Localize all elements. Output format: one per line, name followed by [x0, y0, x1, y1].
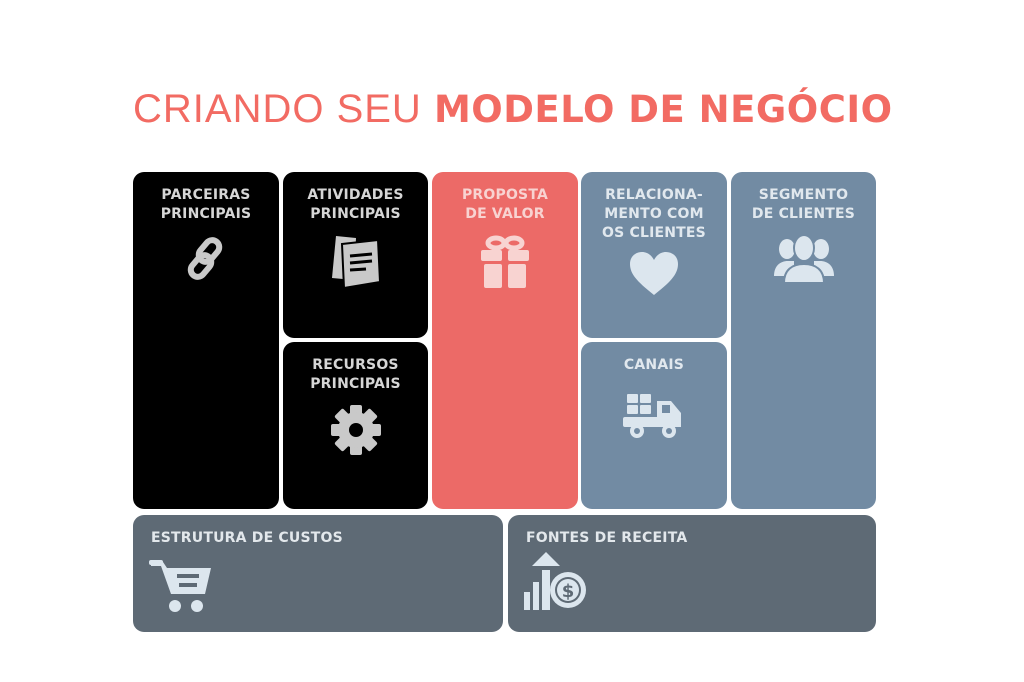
- users-icon: [773, 234, 834, 284]
- svg-text:$: $: [562, 581, 575, 602]
- block-label: ATIVIDADES PRINCIPAIS: [307, 187, 404, 222]
- block-relacionamento-clientes: RELACIONA- MENTO COM OS CLIENTES: [581, 172, 727, 338]
- block-label: PROPOSTA DE VALOR: [461, 187, 549, 222]
- block-label: ESTRUTURA DE CUSTOS: [151, 530, 343, 546]
- link-icon: [187, 237, 223, 280]
- block-recursos-principais: RECURSOS PRINCIPAIS: [283, 342, 428, 509]
- title-light: CRIANDO SEU: [133, 87, 434, 131]
- heart-icon: [630, 252, 678, 295]
- block-estrutura-de-custos: ESTRUTURA DE CUSTOS: [133, 515, 503, 632]
- block-label: SEGMENTO DE CLIENTES: [751, 187, 856, 222]
- block-label: FONTES DE RECEITA: [526, 530, 688, 546]
- block-atividades-principais: ATIVIDADES PRINCIPAIS: [283, 172, 428, 338]
- block-parceiras-principais: PARCEIRAS PRINCIPAIS: [133, 172, 279, 509]
- block-label: RECURSOS PRINCIPAIS: [310, 357, 401, 392]
- block-label: RELACIONA- MENTO COM OS CLIENTES: [602, 187, 706, 241]
- revenue-icon: $: [524, 552, 586, 610]
- cart-icon: [149, 560, 211, 612]
- notes-icon: [331, 236, 381, 290]
- title-bold: MODELO DE NEGÓCIO: [433, 88, 893, 131]
- block-canais: CANAIS: [581, 342, 727, 509]
- page-title: CRIANDO SEU MODELO DE NEGÓCIO: [133, 86, 893, 132]
- truck-icon: [623, 394, 681, 438]
- block-segmento-clientes: SEGMENTO DE CLIENTES: [731, 172, 876, 509]
- block-label: CANAIS: [623, 357, 685, 373]
- block-fontes-de-receita: FONTES DE RECEITA $: [508, 515, 876, 632]
- block-proposta-de-valor: PROPOSTA DE VALOR: [432, 172, 578, 509]
- block-label: PARCEIRAS PRINCIPAIS: [160, 187, 252, 222]
- gear-icon: [330, 405, 381, 455]
- gift-icon: [481, 235, 529, 288]
